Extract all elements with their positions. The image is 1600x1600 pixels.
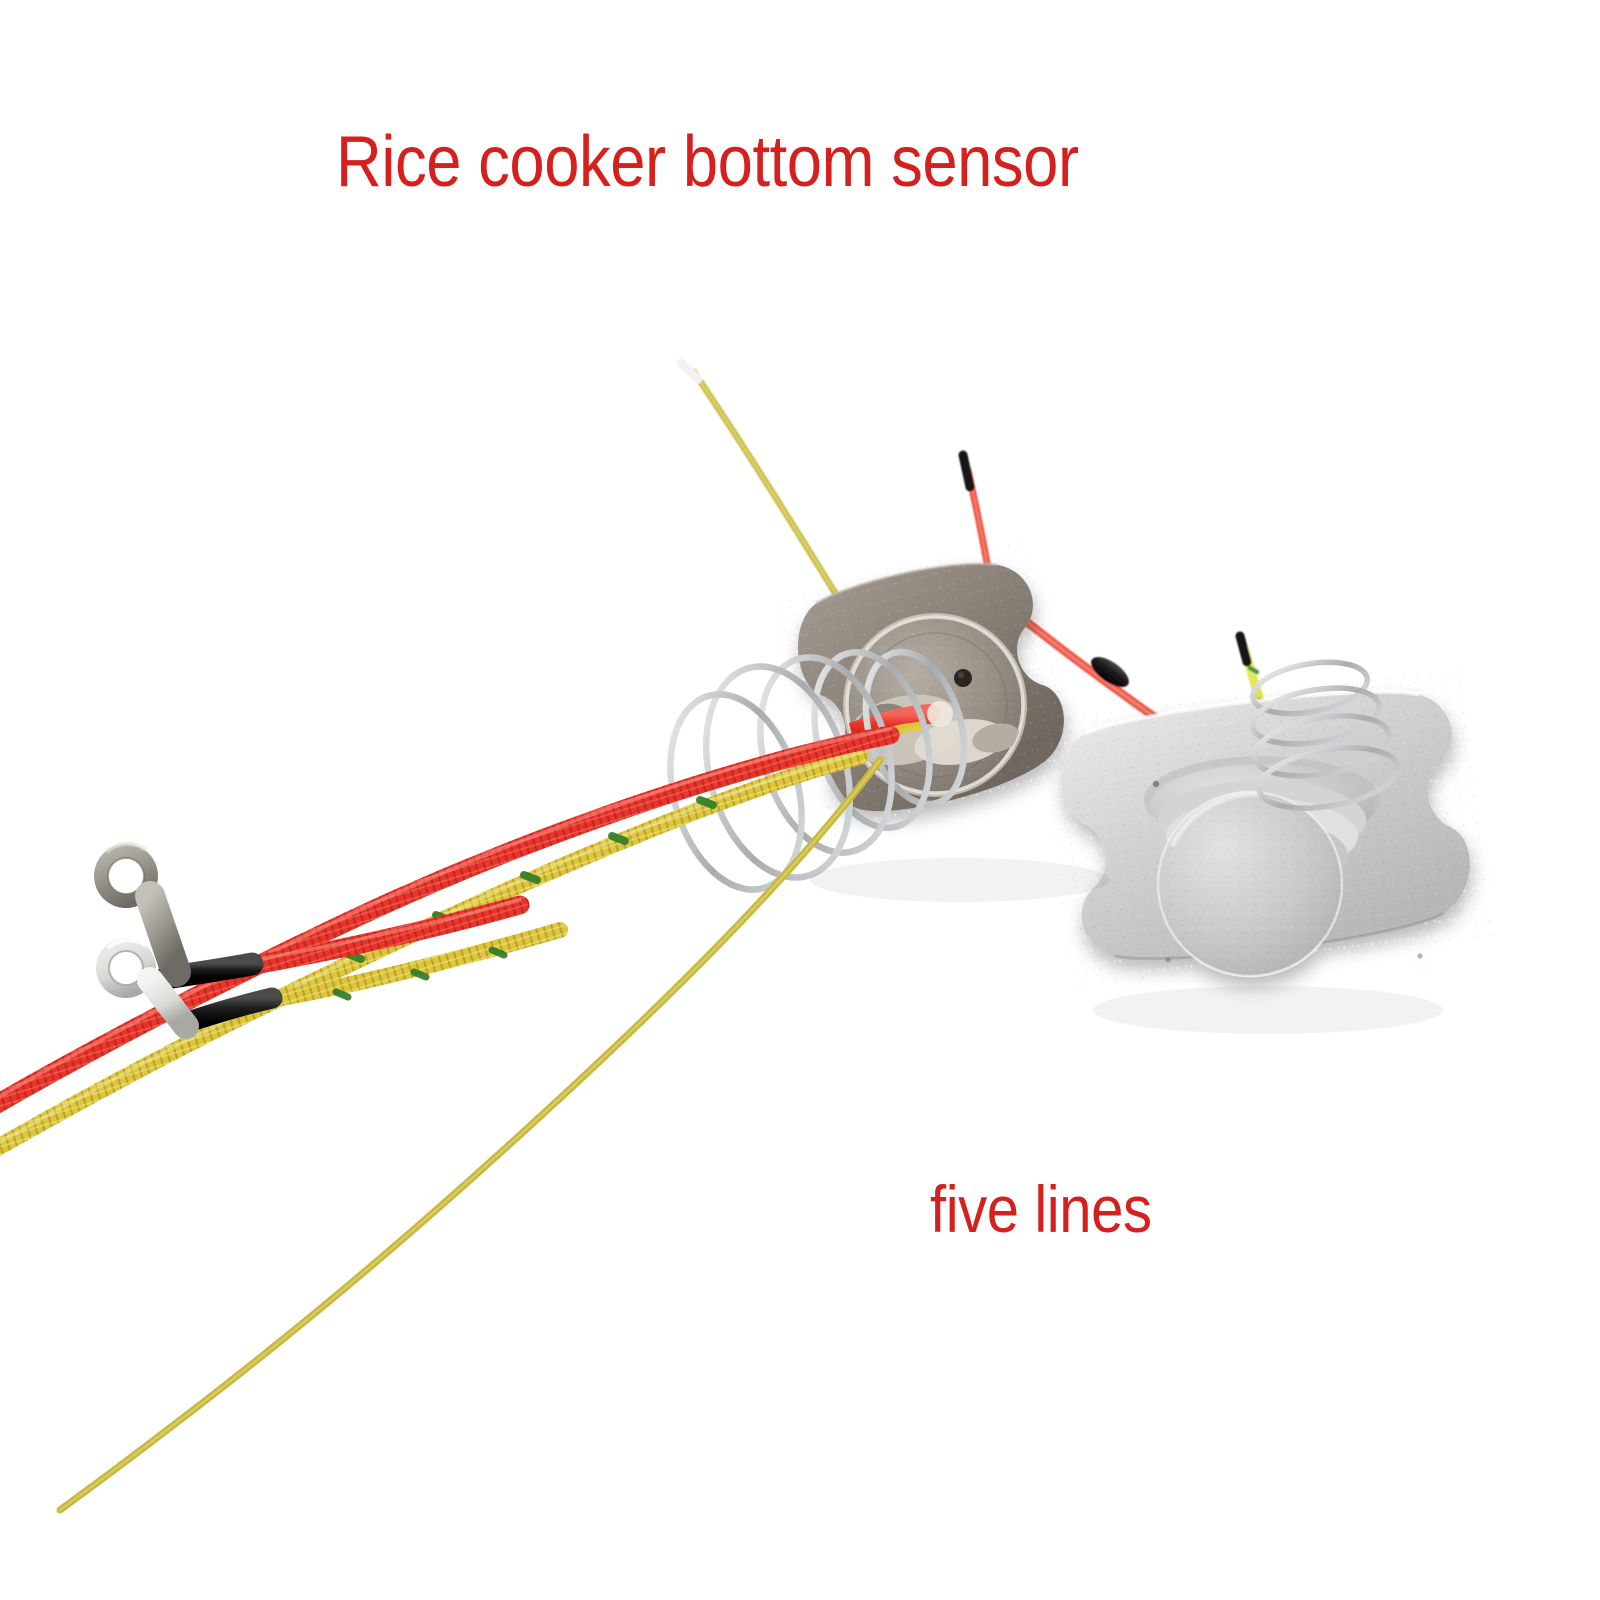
right-sensor-magnet	[1144, 756, 1380, 978]
right-sensor-spring	[1249, 659, 1400, 811]
wire-yellow-terminal-lower	[96, 922, 568, 1039]
right-sensor-unit	[1040, 665, 1497, 990]
page-title: Rice cooker bottom sensor	[336, 122, 1079, 202]
variant-label: five lines	[930, 1172, 1152, 1246]
left-sensor-vent-hole	[954, 669, 972, 687]
wire-yellow-long-curve	[56, 756, 884, 1514]
ring-terminal-lower	[96, 938, 199, 1039]
wire-red-terminal-upper	[94, 841, 530, 990]
ring-terminal-upper	[94, 841, 191, 987]
wire-red-braided-lower	[0, 725, 900, 1114]
